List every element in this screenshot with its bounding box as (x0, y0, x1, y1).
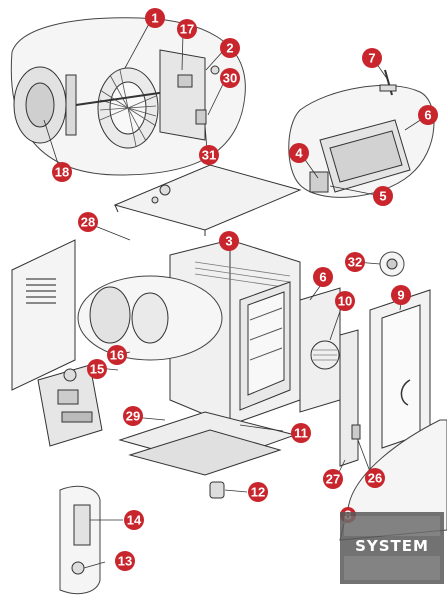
callout-3-label: 3 (225, 234, 232, 249)
door-hinge-strip (339, 329, 361, 467)
oven-door (369, 289, 431, 471)
callout-32: 32 (345, 252, 365, 272)
callout-11: 11 (291, 423, 311, 443)
callout-4-label: 4 (295, 146, 303, 161)
callout-13-label: 13 (118, 554, 132, 569)
callout-31-label: 31 (202, 148, 216, 163)
callout-4: 4 (289, 143, 309, 163)
callout-12-label: 12 (251, 485, 265, 500)
callout-13: 13 (115, 551, 135, 571)
callout-26-label: 26 (368, 471, 382, 486)
callout-12: 12 (248, 482, 268, 502)
callout-26: 26 (365, 468, 385, 488)
callout-5-label: 5 (379, 189, 386, 204)
callout-10-label: 10 (338, 294, 352, 309)
adjustable-foot (209, 481, 225, 499)
callout-9: 9 (391, 285, 411, 305)
callout-1: 1 (145, 8, 165, 28)
callout-2-label: 2 (226, 41, 233, 56)
callout-14-label: 14 (127, 513, 142, 528)
callout-16: 16 (107, 345, 127, 365)
callout-14: 14 (124, 510, 144, 530)
callout-3: 3 (219, 231, 239, 251)
callout-17: 17 (177, 19, 197, 39)
callout-6-label: 6 (424, 108, 431, 123)
callout-6b-label: 6 (319, 270, 326, 285)
door-detail-bubble (288, 69, 435, 198)
inner-fan-bubble (77, 275, 223, 361)
callout-18-label: 18 (55, 165, 69, 180)
callout-7: 7 (362, 48, 382, 68)
watermark-text: SYSTEM (355, 537, 429, 555)
callout-6a: 6 (418, 105, 438, 125)
door-gasket-frame (299, 287, 341, 413)
callout-5: 5 (373, 186, 393, 206)
callout-27: 27 (323, 469, 343, 489)
callout-9-label: 9 (397, 288, 404, 303)
callout-15: 15 (87, 359, 107, 379)
callout-1-label: 1 (151, 11, 158, 26)
callout-18: 18 (52, 162, 72, 182)
bubble-32 (379, 251, 405, 277)
callout-31: 31 (199, 145, 219, 165)
callout-27-label: 27 (326, 472, 340, 487)
door-corner-bubble (339, 419, 447, 541)
control-board (37, 364, 103, 447)
callout-11-label: 11 (294, 426, 308, 441)
callout-29: 29 (123, 406, 143, 426)
callouts: 1 17 2 30 31 18 7 6 4 5 28 3 32 9 6 10 1… (52, 8, 438, 571)
system-logo: SYSTEM (340, 512, 444, 584)
bottom-detail-bubble (59, 485, 101, 595)
callout-30: 30 (220, 68, 240, 88)
callout-28-label: 28 (81, 215, 95, 230)
callout-32-label: 32 (348, 255, 362, 270)
callout-16-label: 16 (110, 348, 124, 363)
left-side-panel (11, 239, 76, 391)
callout-30-label: 30 (223, 71, 237, 86)
callout-28: 28 (78, 212, 98, 232)
fan-detail-bubble (10, 17, 246, 176)
callout-17-label: 17 (180, 22, 194, 37)
callout-7-label: 7 (368, 51, 375, 66)
callout-2: 2 (220, 38, 240, 58)
top-cover-panel (113, 164, 302, 236)
callout-6b: 6 (313, 267, 333, 287)
callout-29-label: 29 (126, 409, 140, 424)
callout-10: 10 (335, 291, 355, 311)
callout-15-label: 15 (90, 362, 104, 377)
